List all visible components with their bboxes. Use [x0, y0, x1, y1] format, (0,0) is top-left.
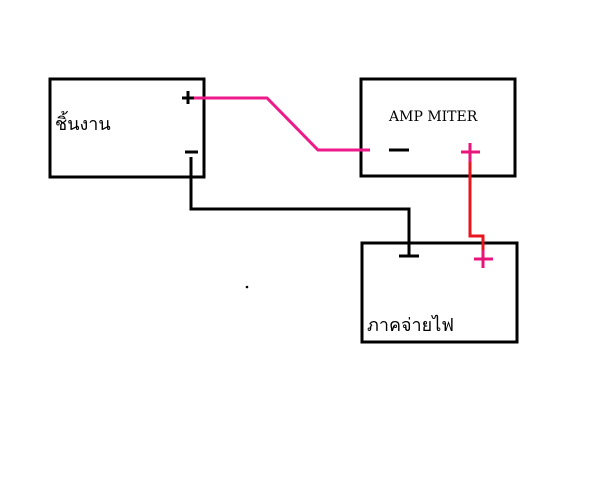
- workpiece-plus-terminal: [182, 91, 194, 104]
- stray-dot: [245, 285, 249, 289]
- ammeter-label: AMP MITER: [388, 109, 478, 125]
- wire-pink-workpiece-to-ammeter: [186, 96, 370, 152]
- power-plus-terminal: [474, 250, 493, 268]
- power-supply-box: [360, 241, 519, 344]
- ammeter-box: [359, 77, 517, 178]
- power-supply-label: ภาคจ่ายไฟ: [367, 314, 454, 336]
- wire-red-ammeter-to-power: [468, 162, 485, 254]
- workpiece-box: [48, 77, 206, 179]
- wire-black-workpiece-to-power: [189, 157, 411, 255]
- ammeter-plus-terminal: [461, 143, 480, 162]
- workpiece-label: ชิ้นงาน: [55, 111, 111, 135]
